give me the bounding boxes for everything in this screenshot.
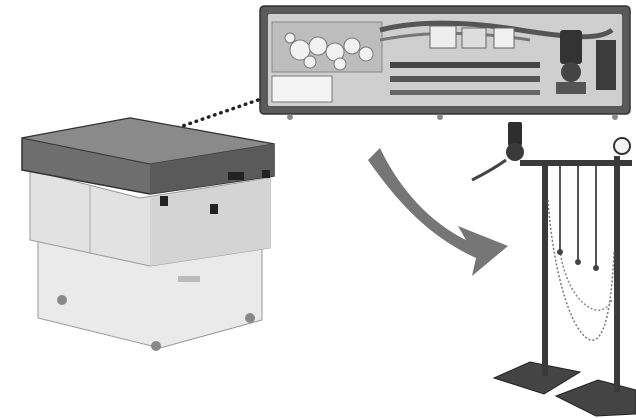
machine-with-case (21, 117, 275, 351)
fittings-pile (284, 32, 374, 71)
label-box (271, 75, 333, 103)
open-tool-case (259, 5, 631, 120)
curved-arrow-icon (368, 148, 508, 276)
pressure-test-stand (471, 122, 636, 417)
